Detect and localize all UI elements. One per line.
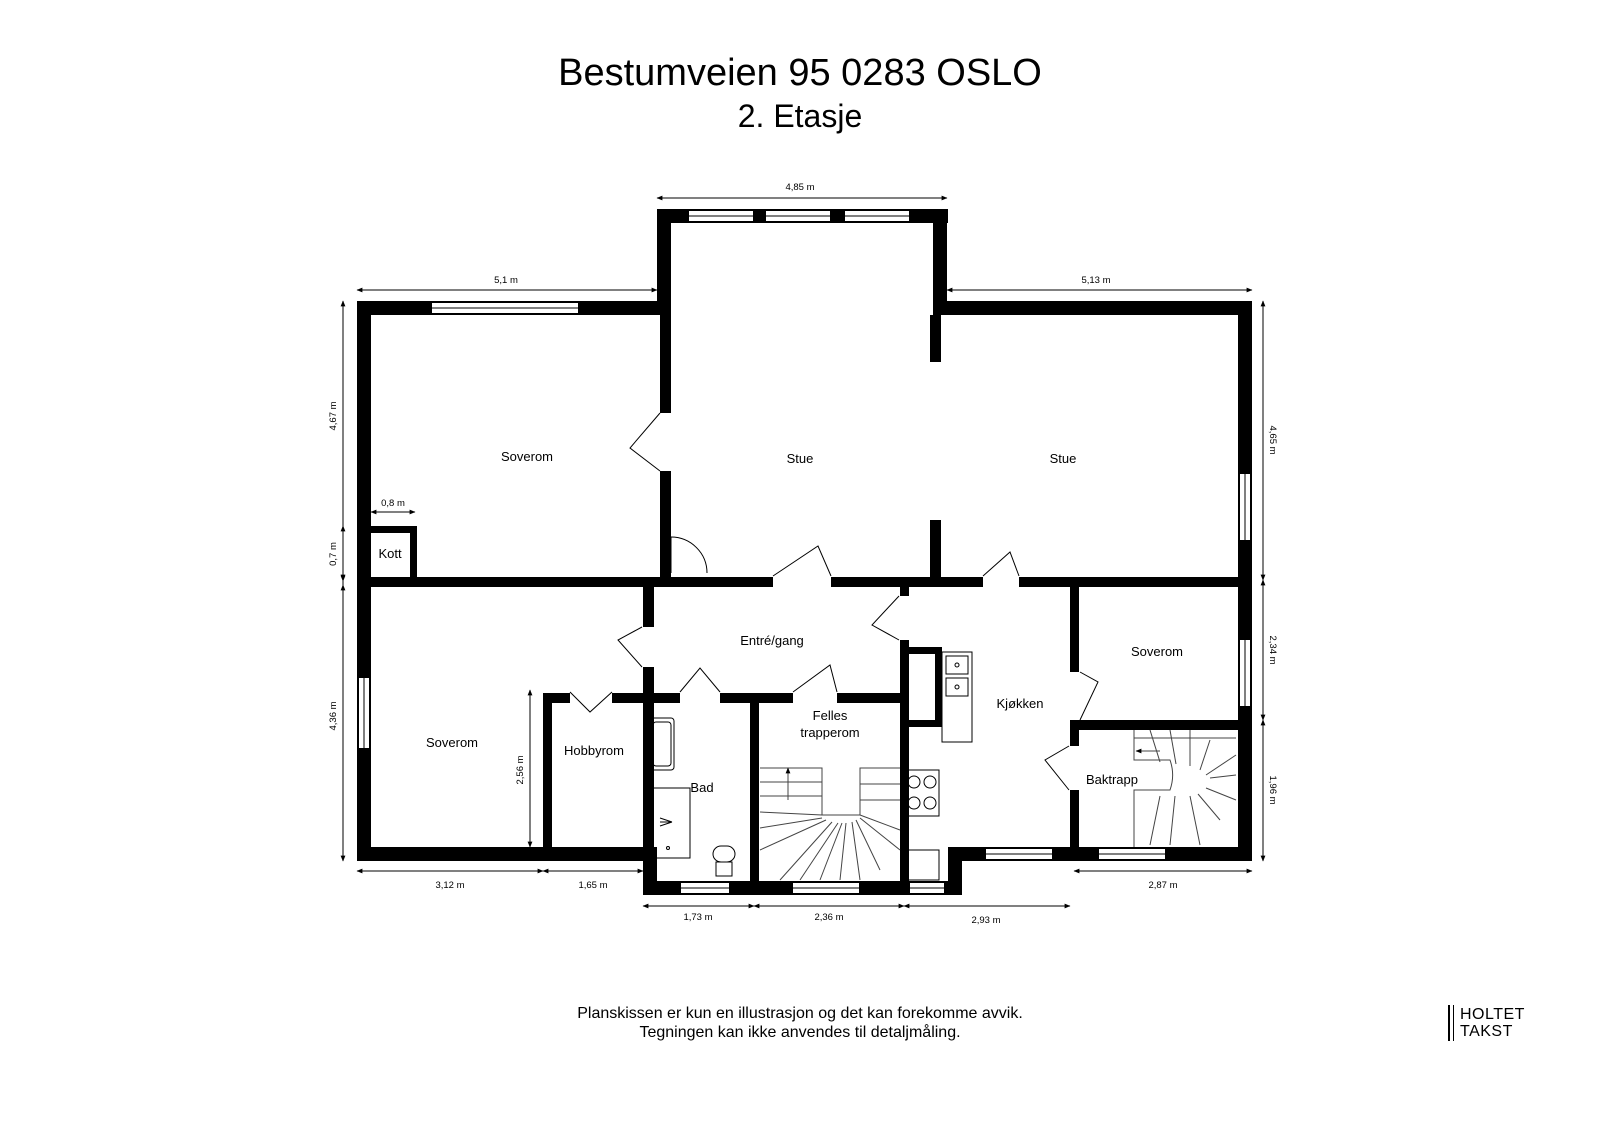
room-label-kott: Kott xyxy=(378,546,402,561)
logo-line-2: TAKST xyxy=(1460,1023,1513,1040)
dim-label-left-upper: 4,67 m xyxy=(328,401,339,430)
dim-label-left-lower: 4,36 m xyxy=(328,701,339,730)
room-label-felles-line1: Felles xyxy=(813,708,848,723)
plan-address-title: Bestumveien 95 0283 OSLO xyxy=(558,52,1042,94)
stairs-felles xyxy=(759,767,901,881)
dim-label-right-upper: 4,65 m xyxy=(1267,425,1278,454)
window-frames xyxy=(363,215,1246,889)
disclaimer-line-1: Planskissen er kun en illustrasjon og de… xyxy=(577,1005,1023,1022)
room-label-bad: Bad xyxy=(690,780,713,795)
room-label-entre: Entré/gang xyxy=(740,633,804,648)
disclaimer: Planskissen er kun en illustrasjon og de… xyxy=(400,1004,1200,1042)
dim-label-left-middle: 0,7 m xyxy=(328,542,339,566)
room-label-stue-east: Stue xyxy=(1050,451,1077,466)
dim-label-bottom-1: 3,12 m xyxy=(435,880,464,891)
dim-label-top-left: 5,1 m xyxy=(494,275,518,286)
fixtures xyxy=(649,651,973,881)
room-label-soverom-nw: Soverom xyxy=(501,449,553,464)
dim-label-right-lower: 1,96 m xyxy=(1267,775,1278,804)
room-label-stue-center: Stue xyxy=(787,451,814,466)
stairs-baktrapp xyxy=(1133,729,1237,847)
logo-bars-icon xyxy=(1448,1005,1454,1041)
room-label-soverom-sw: Soverom xyxy=(426,735,478,750)
dim-label-hobby-height: 2,56 m xyxy=(515,755,526,784)
holtet-takst-logo: HOLTET TAKST xyxy=(1448,1005,1525,1041)
room-label-felles-line2: trapperom xyxy=(800,725,859,740)
dim-label-bottom-6: 2,87 m xyxy=(1148,880,1177,891)
dim-label-bottom-3: 1,73 m xyxy=(683,912,712,923)
disclaimer-line-2: Tegningen kan ikke anvendes til detaljmå… xyxy=(639,1024,961,1041)
dim-label-top-right: 5,13 m xyxy=(1081,275,1110,286)
plan-floor-subtitle: 2. Etasje xyxy=(737,98,863,134)
dim-label-kott-width: 0,8 m xyxy=(381,498,405,509)
dim-label-bottom-4: 2,36 m xyxy=(814,912,843,923)
dim-label-right-middle: 2,34 m xyxy=(1267,635,1278,664)
dim-label-bottom-2: 1,65 m xyxy=(578,880,607,891)
room-label-kjokken: Kjøkken xyxy=(997,696,1044,711)
room-label-baktrapp: Baktrapp xyxy=(1086,772,1138,787)
dimension-lines xyxy=(340,195,1266,909)
logo-line-1: HOLTET xyxy=(1460,1006,1525,1023)
dim-label-bottom-5: 2,93 m xyxy=(971,915,1000,926)
dim-label-top-center: 4,85 m xyxy=(785,182,814,193)
door-swings xyxy=(569,412,1099,791)
room-label-hobbyrom: Hobbyrom xyxy=(564,743,624,758)
room-label-soverom-east: Soverom xyxy=(1131,644,1183,659)
